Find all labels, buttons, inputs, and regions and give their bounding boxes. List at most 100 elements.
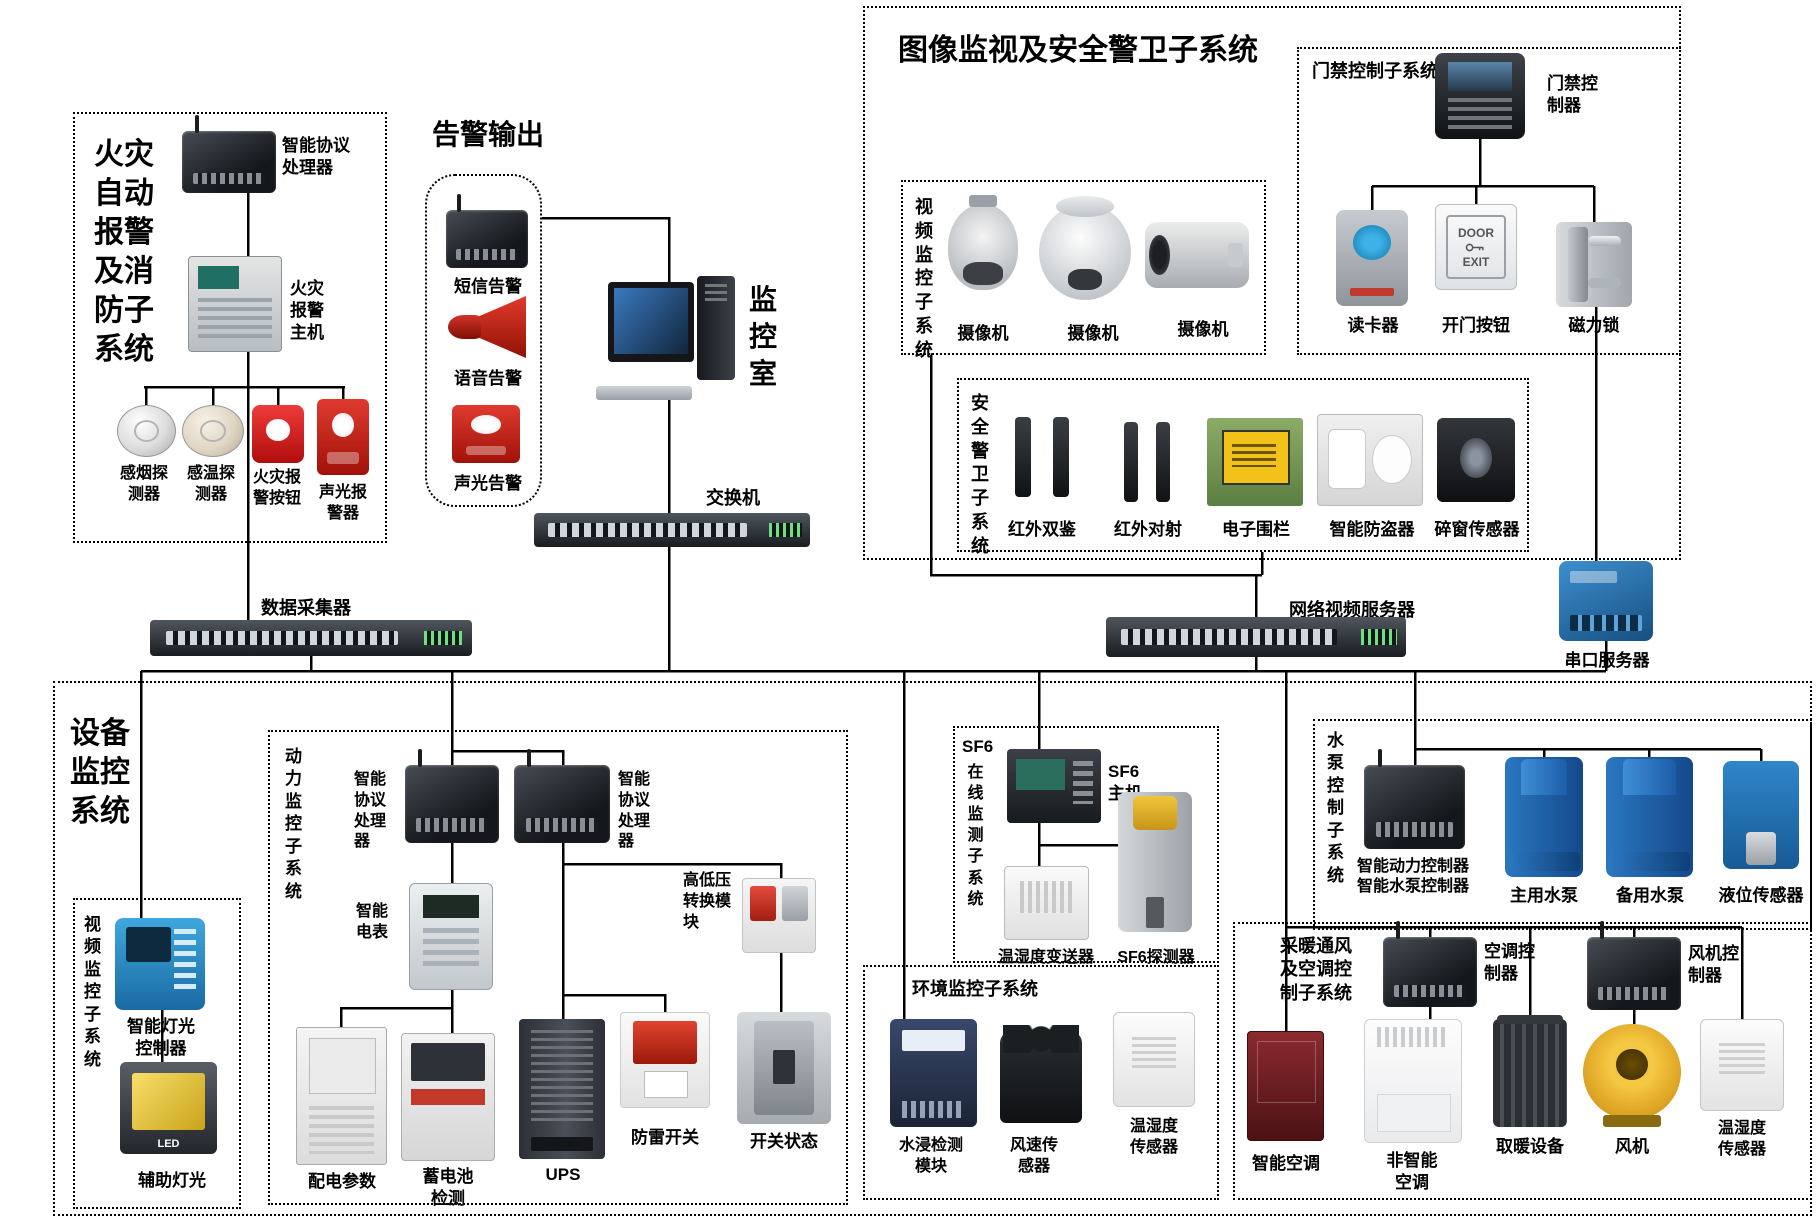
access-sub-title: 门禁控制子系统 [1312,61,1438,81]
voice-alarm-image [448,296,526,358]
smart-meter-image [409,883,493,990]
control-room-label: 监控室 [748,284,777,389]
control-room-keyboard-image [596,386,692,400]
switch-image [534,513,810,547]
switch-label: 交换机 [706,488,760,508]
electric-fence-image [1207,418,1303,506]
sf6-detector-image [1118,792,1192,932]
sound-light-alarm-image [317,399,369,475]
led-word: LED [157,1138,180,1151]
camera-2-image [1039,196,1131,300]
power-protocol-processor-2-label: 智能协议处理器 [618,771,651,851]
control-room-monitor-image [608,282,694,362]
smart-meter-label: 智能电表 [356,903,389,941]
battery-tester-image [401,1033,495,1161]
exit-word: EXIT [1462,254,1490,269]
alarm-output-title: 告警输出 [432,119,545,150]
magnetic-lock-image [1556,222,1632,307]
card-reader-label: 读卡器 [1347,316,1399,335]
magnetic-lock-label: 磁力锁 [1568,316,1620,335]
hvac-sub-title: 采暖通风及空调控制子系统 [1280,936,1352,1003]
electric-fence-label: 电子围栏 [1222,520,1290,539]
ups-label: UPS [545,1165,581,1184]
backup-pump-image [1606,757,1693,877]
wind-sensor-label: 风速传感器 [1009,1137,1058,1175]
fire-alarm-button-label: 火灾报警按钮 [252,469,301,507]
smart-ac-label: 智能空调 [1252,1154,1320,1173]
light-controller-label: 智能灯光控制器 [127,1017,195,1059]
pump-controller-label-2: 智能水泵控制器 [1356,878,1469,895]
humidity-transmitter-image [1004,866,1089,940]
sms-alarm-label: 短信告警 [454,277,522,296]
video-sub-title: 视频监控子系统 [915,197,933,360]
sf6-detector-label: SF6探测器 [1117,949,1195,966]
access-controller-label: 门禁控制器 [1547,74,1598,116]
smoke-detector-label: 感烟探测器 [119,465,168,503]
heat-detector-label: 感温探测器 [186,465,235,503]
smart-burglar-alarm-image [1317,414,1423,506]
pump-sub-title: 水泵控制子系统 [1327,731,1344,885]
hv-module-label: 高低压转换模块 [683,872,732,931]
camera-1-image [948,195,1018,290]
ac-controller-label: 空调控制器 [1484,942,1535,984]
fire-protocol-processor-image [182,115,276,193]
access-controller-image [1435,53,1525,139]
fan-image [1583,1024,1681,1127]
light-controller-image [115,918,205,1010]
power-protocol-processor-2-image [514,749,610,843]
main-pump-image [1505,757,1583,877]
power-sub-title: 动力监控子系统 [285,747,302,901]
camera-3-image [1145,222,1249,288]
guard-sub-title: 安全警卫子系统 [971,393,989,556]
led-floodlight-image: LED [120,1062,217,1154]
fire-system-title: 火灾自动报警及消防子系统 [94,138,154,366]
heater-label: 取暖设备 [1496,1137,1564,1156]
nvr-image [1106,617,1406,657]
door-button-label: 开门按钮 [1442,316,1510,335]
fire-alarm-button-image [252,405,304,463]
fan-label: 风机 [1615,1137,1649,1156]
distribution-cabinet-image [296,1027,387,1165]
card-reader-image [1336,210,1408,306]
fire-protocol-processor-label: 智能协议处理器 [282,136,350,178]
camera-3-label: 摄像机 [1177,320,1229,339]
alarm-output-box [425,174,542,507]
pump-controller-image [1364,749,1465,849]
hvac-humidity-sensor-label: 温湿度传感器 [1717,1120,1766,1158]
burglar-alarm-label: 智能防盗器 [1329,520,1415,539]
nvr-label: 网络视频服务器 [1289,600,1415,620]
smart-ac-image [1247,1031,1324,1141]
ac-controller-image [1383,921,1477,1007]
level-sensor-image [1723,761,1799,869]
power-protocol-processor-1-image [405,749,499,843]
ir-beam-image [1115,418,1179,506]
hvac-humidity-sensor-image [1700,1019,1784,1111]
voice-alarm-label: 语音告警 [454,369,522,388]
humidity-transmitter-label: 温湿度变送器 [997,949,1094,966]
hv-module-image [742,878,816,953]
control-room-tower-image [697,276,735,380]
main-pump-label: 主用水泵 [1510,886,1578,905]
glass-break-sensor-image [1437,418,1515,502]
env-humidity-sensor-label: 温湿度传感器 [1129,1118,1178,1156]
wind-sensor-image [1000,1025,1082,1123]
distribution-params-label: 配电参数 [308,1172,376,1191]
video-monitor-sub-box [901,180,1266,355]
serial-server-label: 串口服务器 [1564,651,1650,670]
door-button-face: DOOR EXIT [1445,215,1507,279]
water-leak-module-image [890,1019,977,1127]
door-word: DOOR [1458,225,1494,240]
env-sub-title: 环境监控子系统 [912,979,1038,999]
sound-light-output-image [452,405,520,463]
key-icon [1465,243,1484,251]
camera-1-label: 摄像机 [957,324,1009,343]
serial-server-image [1559,561,1653,641]
plain-ac-label: 非智能空调 [1386,1151,1438,1193]
power-protocol-processor-1-label: 智能协议处理器 [354,771,387,851]
ups-image [519,1019,605,1159]
ir-dual-detector-image [1004,413,1080,501]
ir-dual-label: 红外双鉴 [1008,520,1076,539]
breaker-status-label: 开关状态 [750,1132,818,1151]
glass-sensor-label: 碎窗传感器 [1434,520,1520,539]
